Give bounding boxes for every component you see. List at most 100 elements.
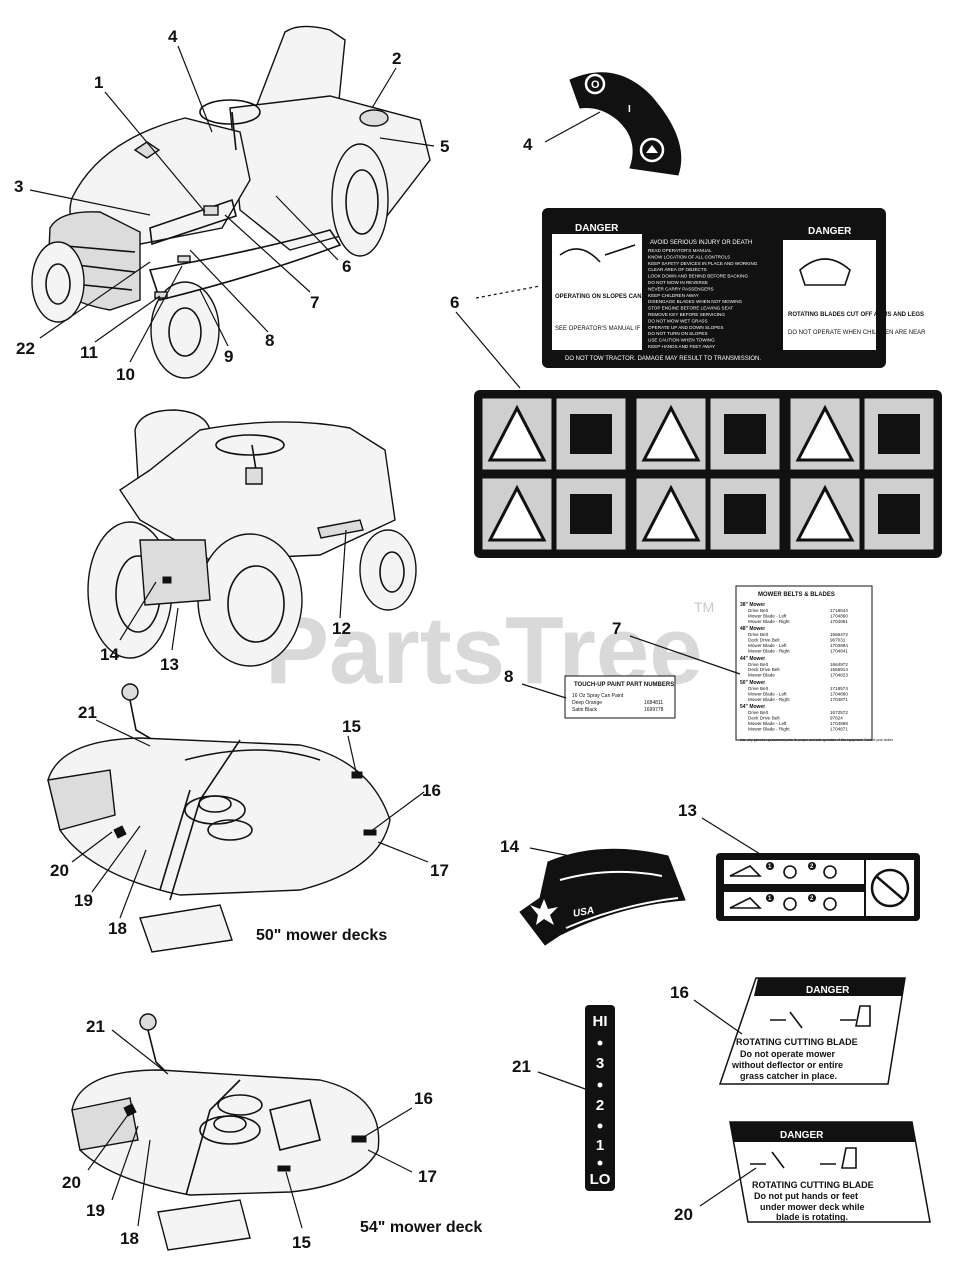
leader-20c [699,1167,757,1207]
danger-middle-line: REMOVE KEY BEFORE SERVICING [648,312,725,317]
callout-9: 9 [224,347,233,366]
belts-part-name: Mower Blade - Right [748,697,790,702]
callout-20c: 20 [674,1205,693,1224]
callout-7a: 7 [310,293,319,312]
callout-10: 10 [116,365,135,384]
deck-50-leaders [71,719,429,919]
danger-middle-line: OPERATE UP AND DOWN SLOPES [648,325,723,330]
step-marker-icon [808,894,816,902]
touchup-part-number: 1699778 [644,707,664,713]
callout-5: 5 [440,137,449,156]
danger-footer: DO NOT TOW TRACTOR. DAMAGE MAY RESULT TO… [565,356,761,362]
pictogram-decal [474,390,942,558]
danger-middle-line: KEEP CHILDREN AWAY [648,293,699,298]
callout-21a: 21 [78,703,97,722]
touchup-item: 16 Oz Spray Can Paint [572,693,624,699]
callout-8a: 8 [265,331,274,350]
callout-18a: 18 [108,919,127,938]
belts-part-number: 1704871 [830,697,848,702]
callout-22: 22 [16,339,35,358]
belts-part-number: 1672572 [830,710,848,715]
deck-54-leaders [87,1029,413,1229]
step-marker-label: 1 [768,864,772,870]
belts-part-number: 1704841 [830,648,848,653]
warning-triangle-icon [641,404,701,462]
danger-middle-line: STOP ENGINE BEFORE LEAVING SEAT [648,306,733,311]
callout-14a: 14 [100,645,119,664]
danger-16-line3: without deflector or entire [731,1060,843,1070]
callout-11: 11 [80,343,98,362]
belts-part-name: Deck Drive Belt [748,716,780,721]
callout-18b: 18 [120,1229,139,1248]
caption-deck-50: 50" mower decks [256,927,387,944]
danger-slopes-text: OPERATING ON SLOPES CAN BE DANGEROUS [555,294,692,300]
callout-20b: 20 [62,1173,81,1192]
height-scale-label: 2 [596,1097,604,1114]
belts-part-number: 1703894 [830,643,848,648]
danger-middle-line: DO NOT MOW WET GRASS [648,318,708,323]
danger-16-line4: grass catcher in place. [740,1071,837,1081]
safety-pictogram-icon [724,494,766,534]
belts-part-number: 1704861 [830,619,848,624]
ignition-off-label: O [591,79,600,91]
belts-group-head: 44" Mower [740,656,765,662]
callout-21b: 21 [86,1017,105,1036]
callout-6a: 6 [342,257,351,276]
belts-part-number: 1718544 [830,608,848,613]
danger-16-head: DANGER [806,985,850,996]
danger-middle-title: AVOID SERIOUS INJURY OR DEATH [650,240,752,246]
belts-part-number: 1704871 [830,726,848,731]
belts-part-name: Drive Belt [748,632,769,637]
step-marker-icon [766,862,774,870]
callout-14b: 14 [500,837,519,856]
danger-20-head: DANGER [780,1130,824,1141]
danger-large-decal: DANGER OPERATING ON SLOPES CAN BE DANGER… [542,208,926,368]
danger-left-header: DANGER [575,223,619,234]
belts-title: MOWER BELTS & BLADES [758,592,835,598]
height-scale-dot [597,1160,603,1166]
height-scale-dot [597,1040,603,1046]
leader-16c [693,999,743,1035]
touchup-part-number: 1684811 [644,700,663,706]
belts-part-name: Mower Blade - Right [748,648,790,653]
danger-right-small: DO NOT OPERATE WHEN CHILDREN ARE NEAR [788,330,926,336]
safety-pictogram-icon [570,414,612,454]
danger-right-header: DANGER [808,226,852,237]
belts-group-head: 54" Mower [740,704,765,710]
callout-12: 12 [332,619,351,638]
callout-6b: 6 [450,293,459,312]
touchup-item: Satin Black [572,707,598,713]
touchup-decal: TOUCH-UP PAINT PART NUMBERS 16 Oz Spray … [564,675,676,719]
safety-pictogram-icon [878,414,920,454]
danger-20-line3: under mower deck while [760,1202,865,1212]
tractor-front-leaders [29,45,435,363]
danger-middle-line: CLEAR AREA OF OBJECTS [648,267,707,272]
height-scale-dot [597,1082,603,1088]
tractor-rear-illustration [87,409,417,667]
danger-16-line2: Do not operate mower [740,1049,836,1059]
callout-17a: 17 [430,861,449,880]
callout-16b: 16 [414,1089,433,1108]
deck-54-illustration [71,1013,380,1251]
warning-triangle-icon [487,404,547,462]
danger-16-decal: DANGER ROTATING CUTTING BLADE Do not ope… [718,977,906,1085]
belts-part-name: Deck Drive Belt [748,638,780,643]
callout-15a: 15 [342,717,361,736]
callout-15b: 15 [292,1233,311,1252]
warning-triangle-icon [795,484,855,542]
danger-middle-line: KNOW LOCATION OF ALL CONTROLS [648,254,730,259]
danger-middle-line: NEVER CARRY PASSENGERS [648,286,714,291]
danger-middle-line: DISENGAGE BLADES WHEN NOT MOWING [648,299,743,304]
danger-middle-line: DO NOT MOW IN REVERSE [648,280,708,285]
leader-4b [544,111,601,143]
callout-7b: 7 [612,619,621,638]
leader-13b [701,817,761,855]
danger-20-line4: blade is rotating. [776,1212,848,1222]
height-scale-dot [597,1123,603,1129]
danger-middle-line: KEEP SAFETY DEVICES IN PLACE AND WORKING [648,261,758,266]
danger-middle-line: KEEP HANDS AND FEET AWAY [648,344,715,349]
danger-middle-line: USE CAUTION WHEN TOWING [648,338,715,343]
